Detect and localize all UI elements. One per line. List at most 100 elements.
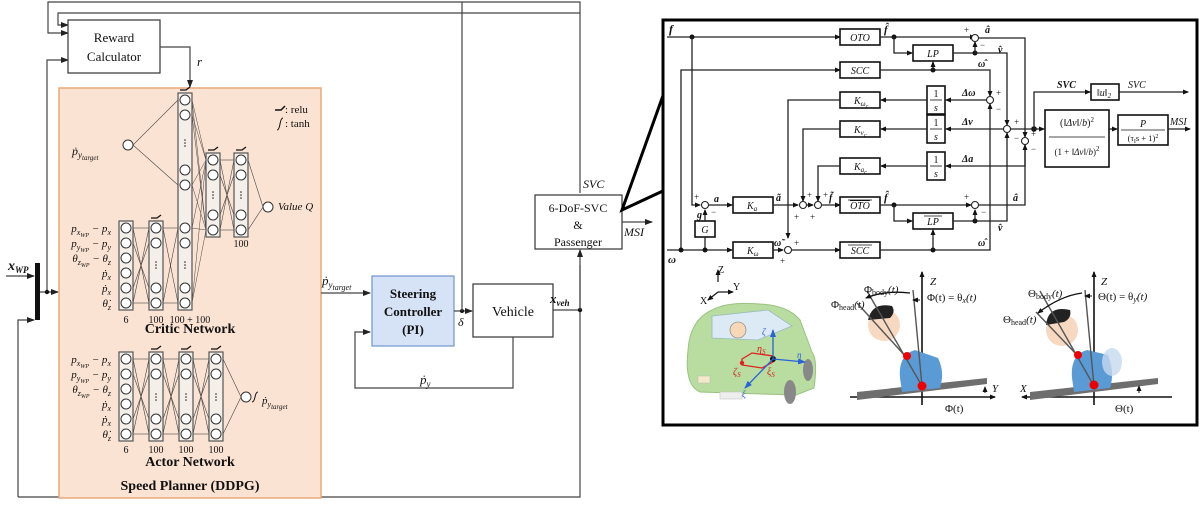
connection: [132, 242, 150, 289]
zeta-label: ζ: [762, 327, 767, 337]
reward-calculator-block: [67, 19, 161, 74]
minus-sign: −: [1031, 144, 1036, 154]
tf-num: P: [1139, 119, 1146, 130]
domega-label: Δω: [961, 88, 976, 99]
minus-sign: −: [996, 104, 1001, 114]
hip-joint: [1089, 380, 1099, 390]
neuron: [179, 164, 191, 176]
nl-num: (‖Δv‖/b)2: [1060, 116, 1094, 129]
omegahat-label: ω̂: [978, 59, 988, 70]
plus-sign: +: [964, 25, 969, 35]
neuron: [150, 368, 162, 380]
connection: [162, 227, 179, 304]
plus-sign: +: [964, 192, 969, 202]
neuron: [150, 237, 162, 249]
relu-icon: [151, 214, 162, 219]
lp-bar-label: LP: [926, 217, 939, 228]
junction-dot: [678, 247, 684, 253]
critic-network-title: Critic Network: [145, 322, 236, 337]
scc-bar-label: SCC: [851, 246, 870, 257]
integrator-block: 1 s: [926, 85, 946, 115]
fhattilde-label: f̂: [884, 191, 890, 204]
ellipsis-dot: [184, 261, 186, 263]
roll-angle-label: Φ(t): [945, 403, 964, 415]
eta-axis: [772, 358, 806, 365]
sum-junction: [1020, 136, 1030, 146]
svc-signal-label: SVC: [1057, 80, 1076, 91]
neuron: [179, 282, 191, 294]
msi-out-label: MSI: [1169, 117, 1187, 128]
mux-bar: [35, 263, 40, 320]
target-velocity-label: ṗytarget: [321, 273, 352, 292]
neuron: [235, 209, 247, 221]
layer-size-label: 100: [209, 445, 224, 456]
layer-size-label: 100: [179, 445, 194, 456]
vehicle-illustration: Z Y X ζ η ξ ηS ξS ζS: [686, 265, 817, 404]
connection: [191, 114, 207, 161]
actor-network-title: Actor Network: [145, 455, 235, 470]
layer-size-label: 100: [149, 315, 164, 326]
minus-sign: −: [981, 207, 986, 217]
omegahat2-label: ω̂: [978, 238, 988, 249]
hip-joint: [917, 381, 927, 391]
layer-size-label: 6: [124, 445, 129, 456]
plus-sign: +: [807, 190, 812, 200]
connection: [191, 99, 207, 161]
ellipsis-dot: [184, 142, 186, 144]
k-v-c-label: Kvc: [853, 125, 867, 139]
lateral-velocity-label: ṗy: [419, 372, 431, 389]
svc-block-label-2: &: [573, 218, 583, 232]
integrator-den: s: [934, 103, 938, 114]
critic-hidden-layer-2: [177, 92, 193, 311]
pitch-angle-label: Θ(t): [1115, 403, 1134, 415]
ellipsis-dot: [185, 396, 187, 398]
layer-size-label: 100 + 100: [170, 315, 211, 326]
plus-sign: +: [996, 88, 1001, 98]
integrator-num: 1: [934, 155, 939, 166]
k-a-label: Ka: [746, 201, 758, 213]
state-input-label: θ̇z: [102, 298, 111, 312]
plus-sign: +: [780, 256, 785, 266]
neuron: [150, 222, 162, 234]
critic-input-layer: [118, 220, 134, 311]
zeta-s-label: ζS: [733, 367, 741, 379]
plus-sign: +: [794, 238, 799, 248]
neuron: [207, 169, 219, 181]
eta-s-label: ηS: [757, 344, 766, 356]
integrator-num: 1: [934, 89, 939, 100]
vtilde-hat-line: [953, 132, 1010, 222]
tf-den: (τIs + 1)2: [1128, 133, 1159, 145]
fhat-to-lp-line: [893, 37, 913, 56]
plus-sign: +: [694, 192, 699, 202]
vhat2-label: v̂: [998, 223, 1003, 234]
state-input-label: θzWP − θz: [72, 253, 112, 269]
ellipsis-dot: [155, 261, 157, 263]
connection: [132, 373, 150, 420]
ellipsis-dot: [185, 393, 187, 395]
svc-detail-panel: f OTO f̂ LP + − â v̂ SCC ω̂ + − Δω: [661, 18, 1199, 427]
ellipsis-dot: [240, 191, 242, 193]
x-axis: [707, 291, 719, 301]
layer-size-label: 100: [234, 239, 249, 250]
ellipsis-dot: [215, 399, 217, 401]
actor-output-neuron: [240, 391, 252, 403]
minus-sign: −: [1014, 133, 1019, 143]
neuron: [210, 413, 222, 425]
relu-icon: [151, 345, 162, 350]
relu-legend: : relu: [285, 104, 308, 116]
neuron: [179, 179, 191, 191]
sum-junction: [700, 200, 710, 210]
svc-feedback-line: [47, 1, 581, 193]
sum-junction: [1002, 124, 1012, 134]
neuron: [120, 353, 132, 365]
plus-sign: +: [823, 190, 828, 200]
g-label: g: [696, 210, 702, 221]
neuron: [207, 209, 219, 221]
connection: [222, 396, 242, 435]
atilde-hat-line: [979, 144, 1028, 206]
body-line: [912, 289, 923, 387]
zoom-callout: [619, 89, 667, 213]
neuron: [120, 252, 132, 264]
body-axis: [1039, 290, 1095, 387]
connection: [192, 373, 210, 420]
